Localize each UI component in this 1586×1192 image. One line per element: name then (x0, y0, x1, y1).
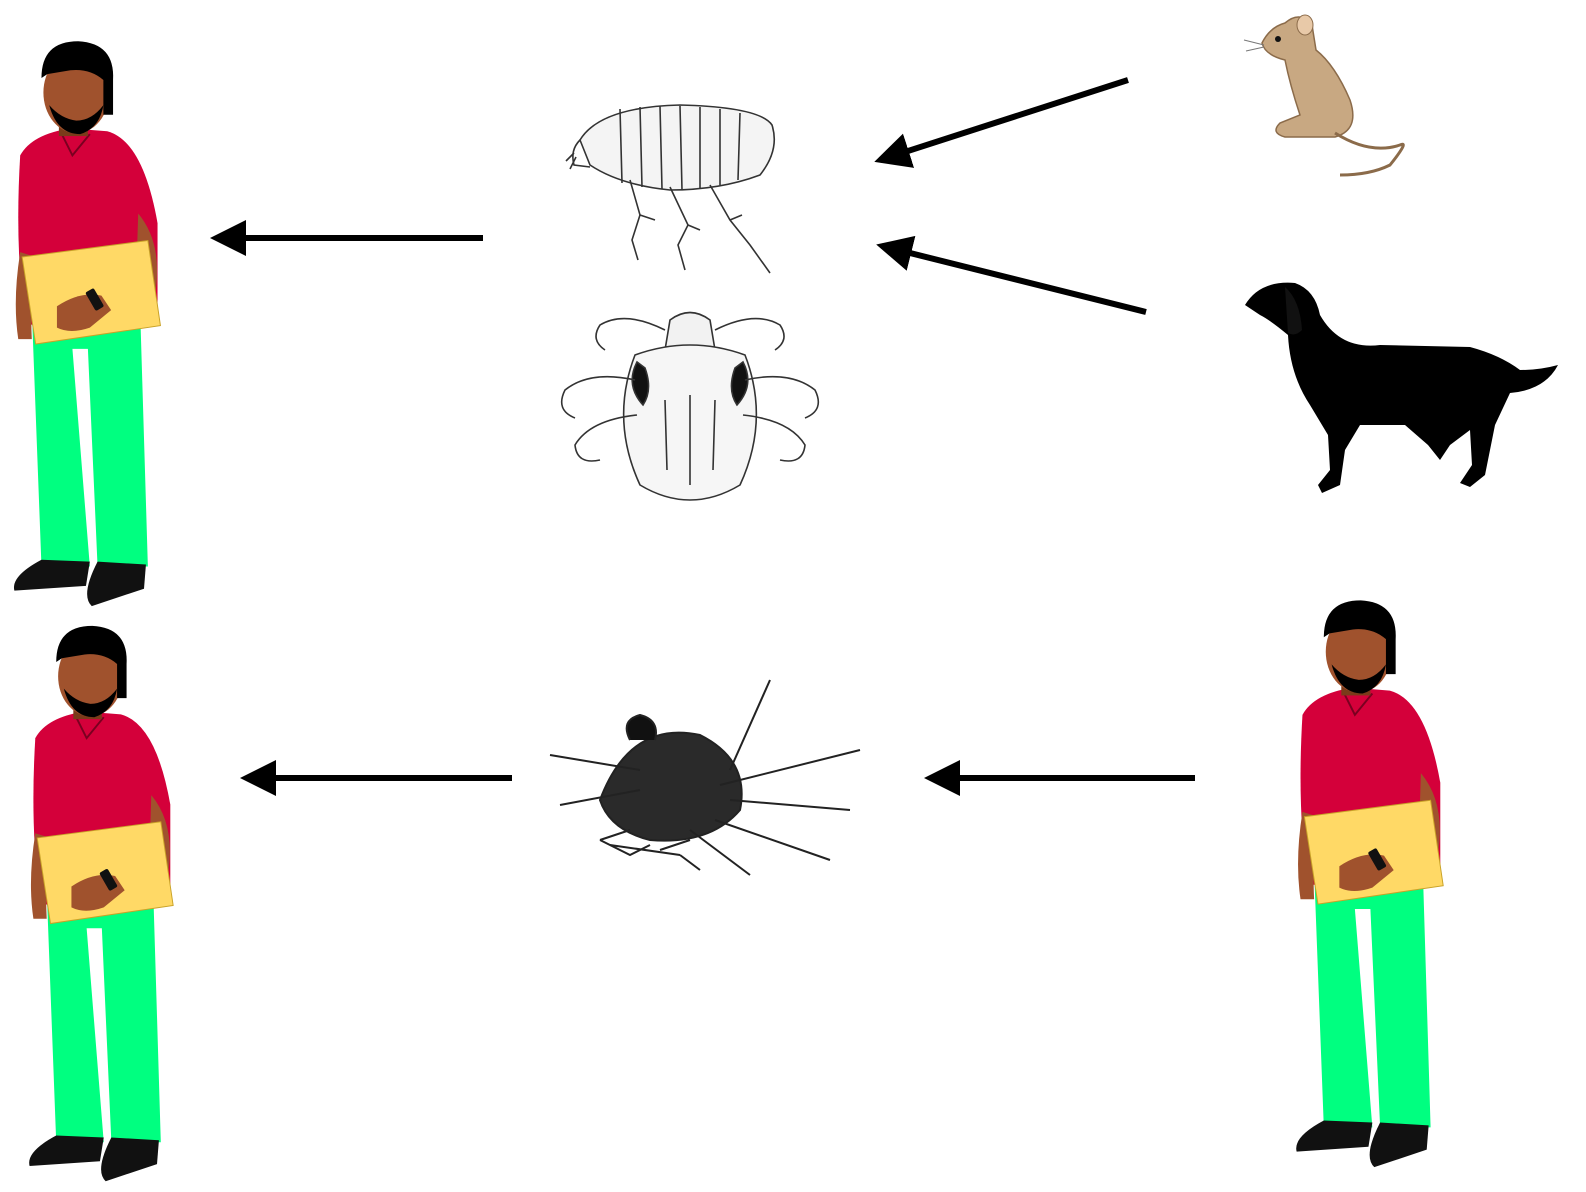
tick-icon (545, 300, 835, 525)
rodent (1240, 5, 1415, 180)
human-icon (14, 605, 184, 1185)
human-top-left (0, 20, 170, 610)
flea (560, 95, 790, 280)
flea-icon (560, 95, 790, 280)
rodent-icon (1240, 5, 1415, 180)
human-bottom-left (14, 605, 184, 1185)
human-icon (0, 20, 170, 610)
human-bottom-right (1285, 575, 1450, 1175)
tick (545, 300, 835, 525)
arrow-rodent-to-flea (880, 80, 1128, 160)
dog-icon (1240, 275, 1560, 495)
mosquito-icon (540, 680, 875, 920)
dog (1240, 275, 1560, 495)
human-icon (1285, 575, 1450, 1175)
mosquito (540, 680, 875, 920)
arrow-dog-to-tick (882, 246, 1146, 312)
